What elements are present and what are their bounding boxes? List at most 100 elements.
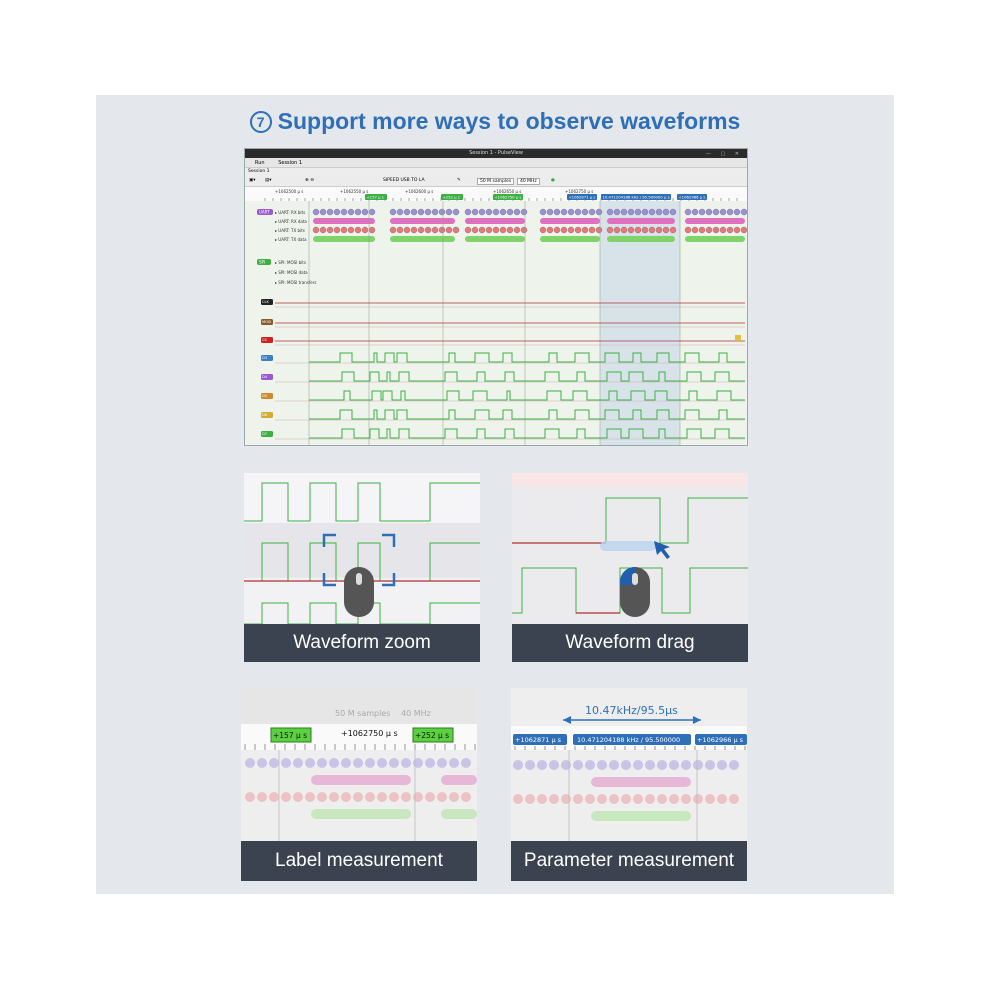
spi-row-label: ▸ SPI: MOSI transfers (275, 280, 317, 285)
bit-cell (588, 226, 596, 234)
rate-select[interactable]: 40 MHz (517, 178, 540, 185)
bit-cell (389, 208, 397, 216)
tab-session[interactable]: Session 1 (278, 160, 303, 166)
marker-flag (677, 194, 707, 200)
window-controls[interactable]: — ▢ ✕ (705, 151, 743, 157)
bit-cell (485, 226, 493, 234)
samples-select[interactable]: 50 M samples (477, 178, 515, 185)
channel-tag (261, 431, 273, 437)
cursor-arrow-icon (654, 541, 670, 559)
bit-cell (588, 208, 596, 216)
bit-cell (681, 794, 691, 804)
bit-cell (655, 226, 663, 234)
run-icon[interactable]: ● (551, 178, 555, 183)
bit-cell (705, 208, 713, 216)
bit-cell (726, 208, 734, 216)
samples-select: 50 M samples (335, 709, 390, 718)
marker-label: +1062750 μ s (495, 195, 522, 200)
bit-cell (361, 208, 369, 216)
bit-cell (257, 758, 267, 768)
bit-cell (520, 226, 528, 234)
bit-cell (449, 792, 459, 802)
bit-cell (333, 208, 341, 216)
bit-cell (553, 226, 561, 234)
bit-cell (368, 226, 376, 234)
open-icon[interactable]: ▣▾ (249, 178, 256, 183)
drag-trail (600, 541, 656, 551)
bit-cell (396, 208, 404, 216)
bit-cell (281, 758, 291, 768)
bit-cell (347, 208, 355, 216)
marker-flag (493, 194, 523, 200)
data-cell (685, 218, 745, 224)
channel-label: CS (262, 338, 268, 342)
bit-cell (648, 208, 656, 216)
square-trace (309, 352, 745, 363)
bit-cell (574, 226, 582, 234)
bit-cell (353, 792, 363, 802)
bit-cell (609, 794, 619, 804)
marker-a-label: +157 μ s (273, 731, 307, 740)
bit-cell (705, 794, 715, 804)
bit-cell (329, 758, 339, 768)
card-waveform-drag: Waveform drag (512, 473, 748, 662)
zoom-arrow (382, 533, 396, 547)
channel-tag (261, 299, 273, 305)
bit-cell (353, 758, 363, 768)
bit-cell (413, 792, 423, 802)
square-trace (309, 390, 745, 401)
marker-b (412, 727, 454, 743)
marker-mid-label: 10.471204188 kHz / 95.500000 (577, 736, 680, 744)
uart-row-label: ▸ UART: TX bits (275, 228, 305, 233)
square-trace (309, 428, 745, 439)
probe-icon[interactable]: ✎ (457, 178, 461, 183)
bit-cell (561, 760, 571, 770)
marker-left (513, 734, 567, 745)
device-selector[interactable]: SIPEED USB TO LA (383, 178, 425, 183)
data-cell (441, 775, 477, 785)
bit-cell (317, 792, 327, 802)
bit-cell (347, 226, 355, 234)
bit-cell (691, 226, 699, 234)
bit-cell (341, 792, 351, 802)
bit-cell (662, 226, 670, 234)
channel-label: D7 (262, 432, 267, 436)
bit-cell (669, 208, 677, 216)
data-cell (540, 236, 600, 242)
data-cell (591, 777, 691, 787)
bit-cell (717, 794, 727, 804)
bit-cell (606, 208, 614, 216)
bit-cell (340, 208, 348, 216)
marker-left-label: +1062871 μ s (515, 736, 562, 744)
ruler-tick: +1062550 μ s (340, 189, 368, 194)
bit-cell (312, 208, 320, 216)
bit-cell (620, 208, 628, 216)
bit-cell (319, 226, 327, 234)
waveform-view[interactable]: +1062500 μ s+1062550 μ s+1062600 μ s+106… (245, 187, 748, 446)
window-title: Session 1 - PulseView (469, 150, 523, 156)
bit-cell (361, 226, 369, 234)
bit-cell (729, 760, 739, 770)
bit-cell (506, 208, 514, 216)
save-icon[interactable]: ▤▾ (265, 178, 272, 183)
bit-cell (513, 226, 521, 234)
tab-run[interactable]: Run (255, 160, 265, 166)
data-cell (441, 809, 477, 819)
channel-tag (261, 355, 273, 361)
zoom-icons[interactable]: ⊕ ⊖ (305, 178, 314, 183)
marker-label: +1062966 μ s (679, 195, 706, 200)
bit-cell (573, 760, 583, 770)
bit-cell (698, 226, 706, 234)
bit-cell (445, 208, 453, 216)
bit-cell (633, 760, 643, 770)
ruler-tick: +1062750 μ s (565, 189, 593, 194)
bit-cell (573, 794, 583, 804)
bit-cell (305, 792, 315, 802)
step-number: 7 (249, 111, 272, 133)
bit-cell (464, 208, 472, 216)
caption-label: Label measurement (241, 841, 477, 881)
marker-b-label: +252 μ s (415, 731, 449, 740)
tab-row: Run Session 1 (245, 158, 747, 168)
bit-cell (293, 792, 303, 802)
